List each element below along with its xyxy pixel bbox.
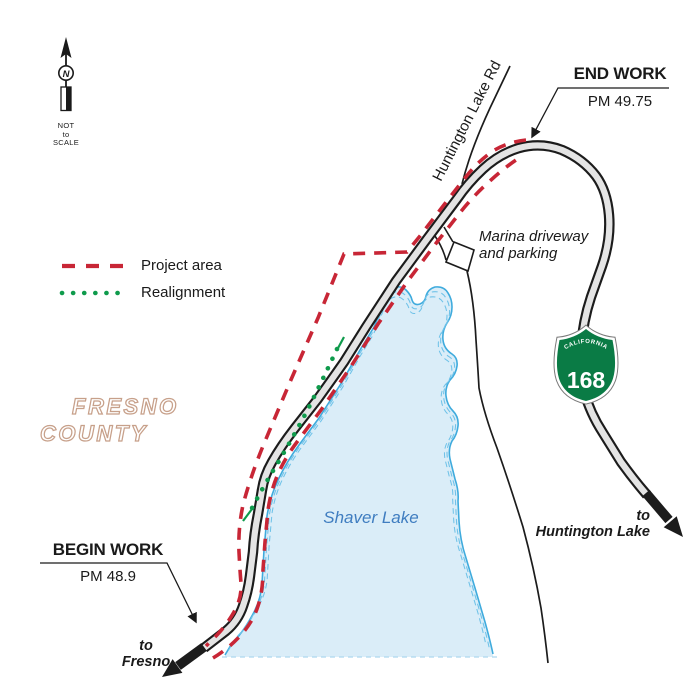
to-huntington-arrow — [642, 489, 683, 537]
end-work-leader — [531, 87, 669, 139]
not-to-scale-line3: SCALE — [52, 138, 80, 147]
legend-realignment-label: Realignment — [141, 284, 226, 301]
marina-label: Marina driveway and parking — [479, 228, 588, 262]
shaver-lake — [222, 286, 498, 658]
realignment-tick-north — [336, 336, 345, 351]
north-arrow: N — [57, 37, 74, 112]
county-label-line1: FRESNO — [71, 393, 179, 419]
county-label-line2: COUNTY — [39, 420, 148, 446]
to-huntington-line2: Huntington Lake — [535, 524, 650, 540]
begin-work-pm: PM 48.9 — [80, 568, 136, 585]
begin-work-title: BEGIN WORK — [52, 540, 164, 559]
project-area-boundary — [204, 138, 527, 660]
not-to-scale-label: NOT to SCALE — [40, 121, 92, 148]
to-fresno-line2: Fresno — [121, 654, 171, 670]
lake-fill — [225, 286, 493, 657]
not-to-scale-line1: NOT — [57, 121, 75, 130]
north-letter: N — [63, 69, 71, 80]
to-huntington-label: to Huntington Lake — [490, 508, 650, 540]
to-fresno-line1: to — [139, 638, 153, 654]
project-area-west — [204, 138, 527, 648]
shaver-lake-label: Shaver Lake — [323, 508, 419, 527]
marina-label-line2: and parking — [479, 245, 558, 262]
route-168-shield: CALIFORNIA 168 — [557, 329, 615, 401]
end-work-pm: PM 49.75 — [587, 93, 653, 110]
to-huntington-line1: to — [636, 508, 650, 524]
not-to-scale-line2: to — [62, 129, 70, 139]
legend-project-area-label: Project area — [141, 257, 222, 274]
realignment-tick-south — [242, 508, 253, 522]
north-arrow-head — [60, 37, 72, 58]
realignment-line — [242, 336, 345, 522]
to-fresno-arrow — [162, 643, 207, 677]
marina-parking-lot — [444, 240, 475, 273]
end-work-title: END WORK — [573, 64, 667, 83]
project-area-east — [212, 158, 518, 660]
marina-driveway — [434, 226, 549, 664]
begin-work-leader — [40, 562, 197, 624]
marina-access-road — [466, 270, 549, 664]
to-fresno-label: to Fresno — [105, 638, 187, 670]
shield-route-number: 168 — [567, 367, 606, 393]
marina-label-line1: Marina driveway — [479, 228, 589, 245]
